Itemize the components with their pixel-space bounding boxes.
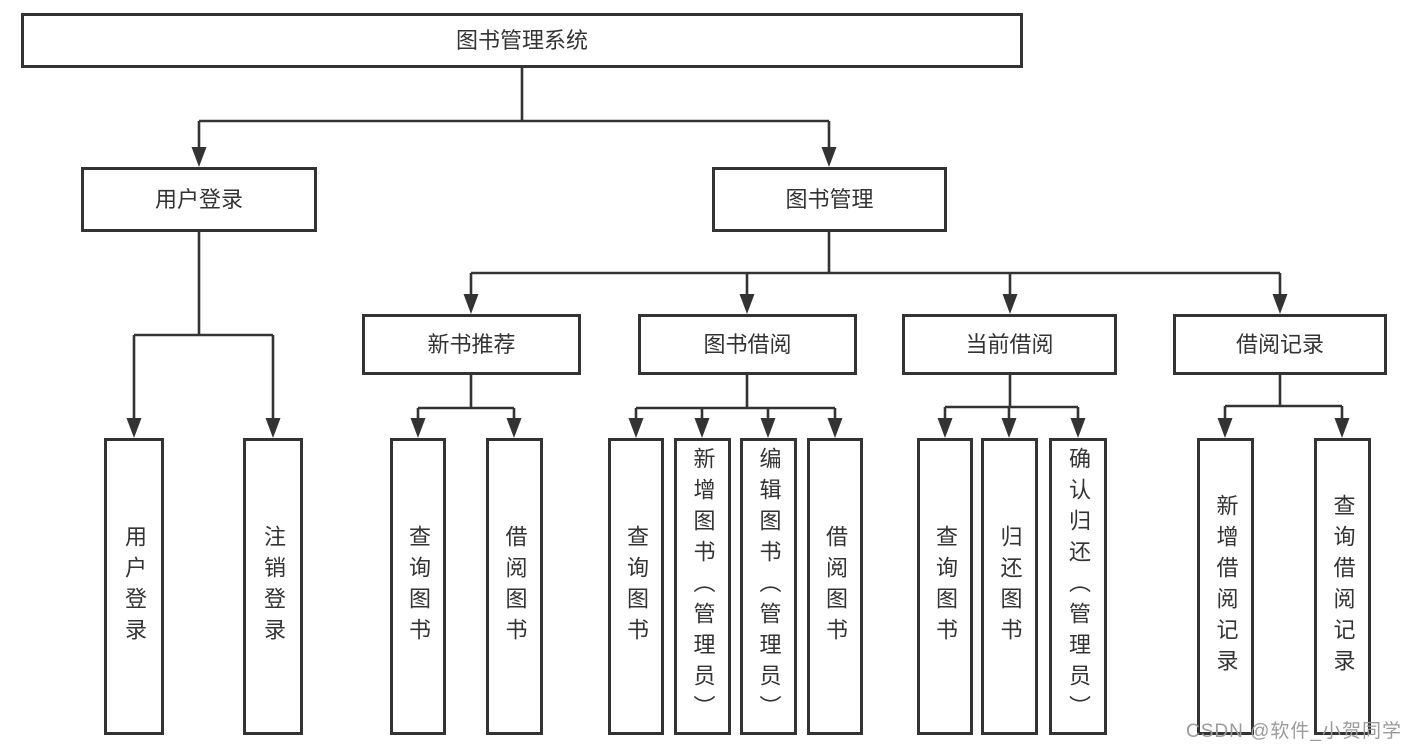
leaf-user-login: 用户登录: [104, 438, 164, 735]
csdn-watermark: CSDN @软件_小贺同学: [1186, 721, 1402, 742]
node-new-book-recommendation: 新书推荐: [362, 314, 581, 375]
leaf-query-borrow-record: 查询借阅记录: [1314, 438, 1371, 735]
node-library-management-system: 图书管理系统: [21, 13, 1023, 68]
leaf-return-books: 归还图书: [981, 438, 1038, 735]
leaf-add-books-admin: 新增图书（管理员）: [674, 438, 731, 735]
node-book-management: 图书管理: [712, 167, 947, 232]
node-book-borrowing: 图书借阅: [638, 314, 857, 375]
leaf-confirm-return-admin: 确认归还（管理员）: [1049, 438, 1107, 735]
leaf-edit-books-admin: 编辑图书（管理员）: [740, 438, 797, 735]
leaf-logout: 注销登录: [243, 438, 303, 735]
leaf-query-books-recommend: 查询图书: [390, 438, 446, 735]
leaf-add-borrow-record: 新增借阅记录: [1197, 438, 1254, 735]
leaf-query-books-current: 查询图书: [917, 438, 973, 735]
leaf-query-books-borrowing: 查询图书: [608, 438, 664, 735]
node-user-login: 用户登录: [81, 167, 317, 232]
node-borrowing-records: 借阅记录: [1173, 314, 1387, 375]
leaf-borrow-books-recommend: 借阅图书: [486, 438, 543, 735]
arrow-down-icons: [126, 147, 1350, 438]
leaf-borrow-books-borrowing: 借阅图书: [807, 438, 863, 735]
connector-segments: [132, 68, 1344, 421]
node-current-borrowing: 当前借阅: [902, 314, 1117, 375]
